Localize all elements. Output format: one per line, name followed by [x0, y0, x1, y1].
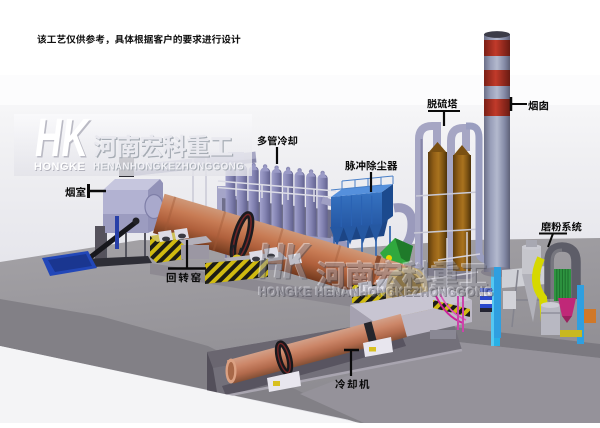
svg-text:HONGKE HENANHONGKEZHONGGONG: HONGKE HENANHONGKEZHONGGONG: [259, 287, 494, 299]
svg-text:HK: HK: [260, 236, 313, 292]
svg-text:HK: HK: [35, 107, 91, 168]
svg-text:HK: HK: [259, 234, 312, 290]
svg-text:HONGKE: HONGKE: [35, 162, 86, 174]
svg-text:HK: HK: [257, 233, 310, 289]
svg-text:HONGKE HENANHONGKEZHONGGONG: HONGKE HENANHONGKEZHONGGONG: [257, 286, 492, 298]
svg-text:HONGKE: HONGKE: [34, 161, 85, 173]
svg-text:HONGKE HENANHONGKEZHONGGONG: HONGKE HENANHONGKEZHONGGONG: [260, 288, 495, 300]
svg-text:HENANHONGKEZHONGGONG: HENANHONGKEZHONGGONG: [94, 163, 245, 174]
svg-text:HK: HK: [37, 108, 93, 169]
svg-text:HENANHONGKEZHONGGONG: HENANHONGKEZHONGGONG: [93, 162, 244, 173]
